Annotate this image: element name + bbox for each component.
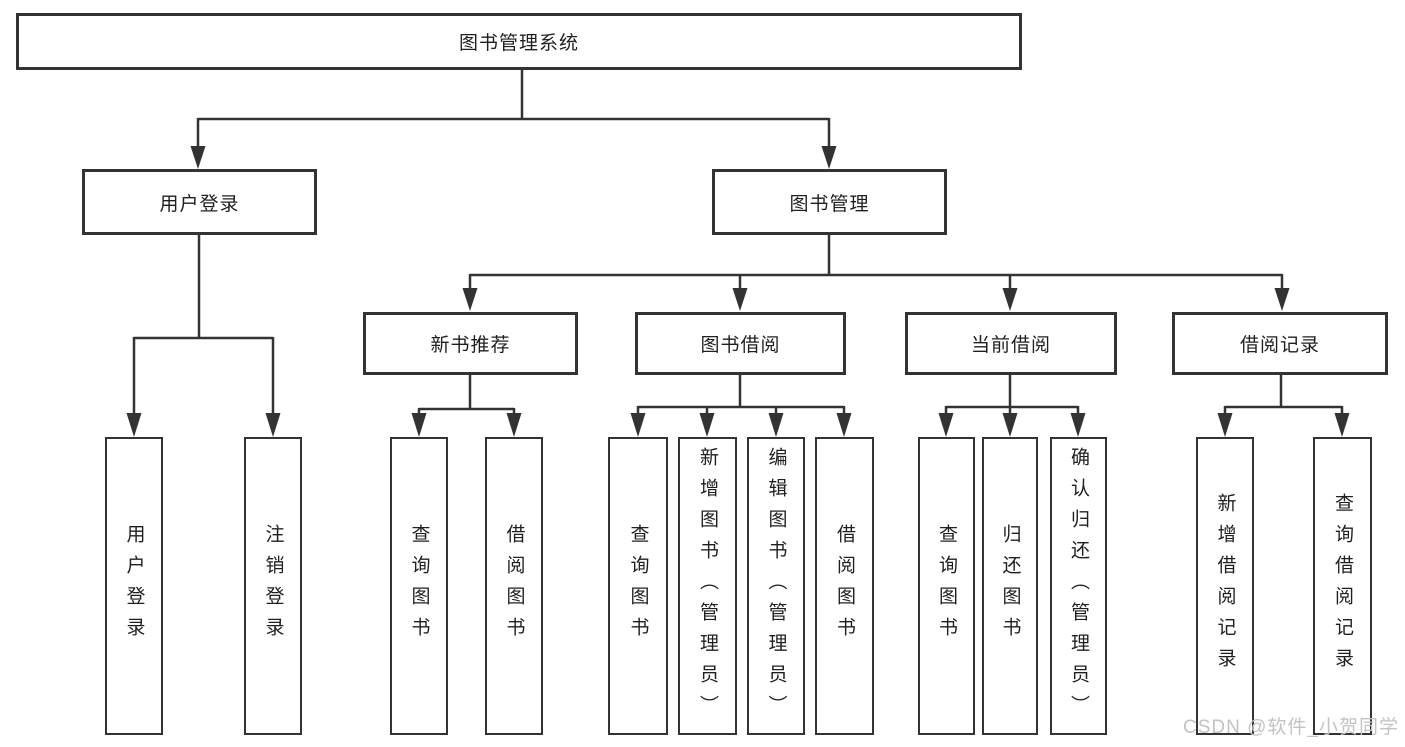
leaf-query-books-current: 查询图书 [918,437,975,735]
leaf-logout-login: 注销登录 [244,437,302,735]
leaf-add-borrow-record: 新增借阅记录 [1196,437,1254,735]
leaf-confirm-return-admin: 确认归还（管理员） [1050,437,1107,735]
node-new-book-recommendation: 新书推荐 [363,312,578,375]
leaf-query-borrow-record: 查询借阅记录 [1313,437,1372,735]
leaf-edit-books-admin: 编辑图书（管理员） [747,437,805,735]
watermark: CSDN @软件_小贺同学 [1183,717,1399,738]
node-book-borrowing: 图书借阅 [635,312,846,375]
leaf-query-books-recommend: 查询图书 [390,437,448,735]
leaf-borrow-books-borrowing: 借阅图书 [815,437,874,735]
leaf-borrow-books-recommend: 借阅图书 [485,437,543,735]
node-user-login: 用户登录 [82,169,317,235]
node-book-management: 图书管理 [712,169,947,235]
leaf-add-books-admin: 新增图书（管理员） [678,437,737,735]
leaf-user-login: 用户登录 [105,437,163,735]
node-root: 图书管理系统 [16,13,1022,70]
leaf-return-books: 归还图书 [982,437,1038,735]
node-borrowing-records: 借阅记录 [1172,312,1388,375]
node-current-borrowing: 当前借阅 [905,312,1117,375]
leaf-query-books-borrowing: 查询图书 [608,437,668,735]
